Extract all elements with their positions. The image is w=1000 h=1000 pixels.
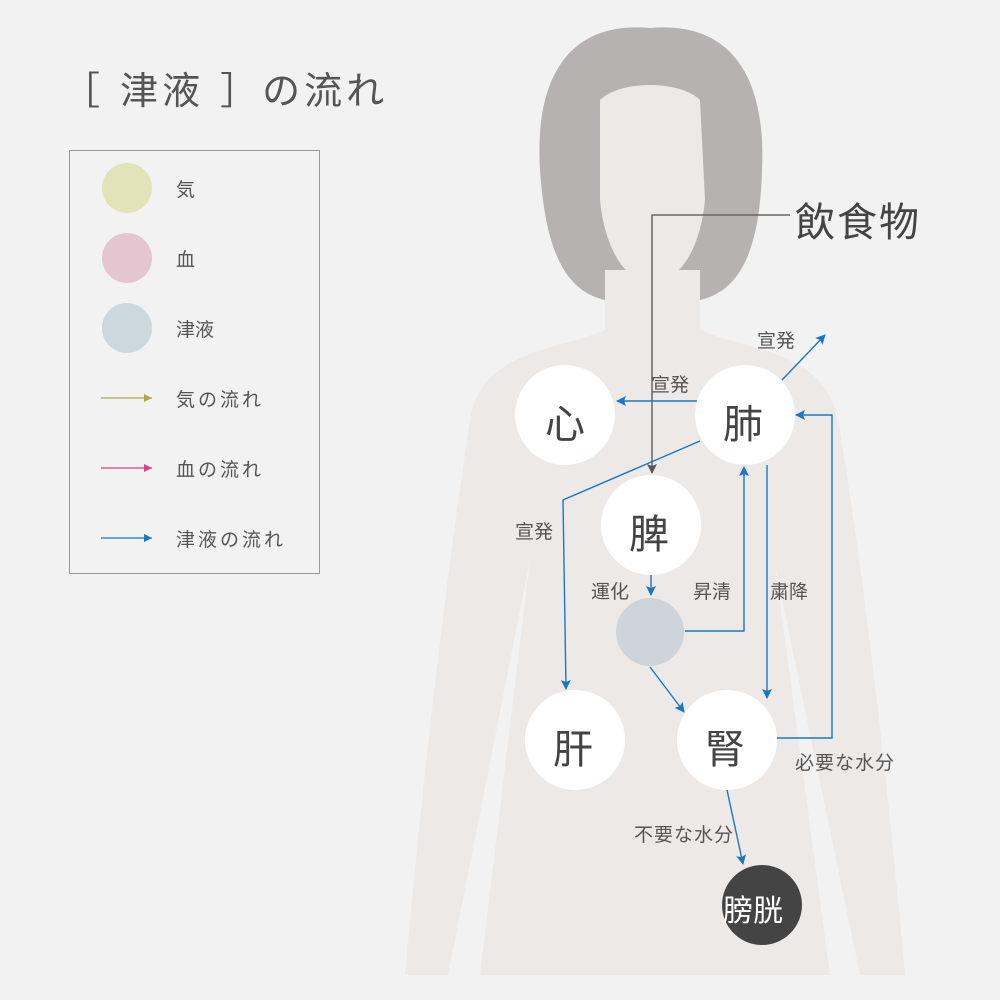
arrow-fluid-kidney [649, 666, 685, 713]
arrow-lung-liver [560, 440, 701, 690]
food-arrow [647, 214, 790, 474]
organ-kidney: 腎 [705, 727, 745, 773]
label-senpatsu-up: 宣発 [757, 330, 796, 352]
organ-lung: 肺 [723, 402, 763, 448]
bladder-circle [722, 865, 802, 945]
legend-label: 気 [176, 179, 196, 201]
legend-fluid-swatch [102, 303, 152, 353]
label-needed-water: 必要な水分 [795, 752, 896, 774]
label-unneeded-water: 不要な水分 [634, 824, 735, 846]
legend: 気 血 津液 気の流れ 血の流れ 津液の流れ [69, 150, 320, 574]
lung-circle [695, 365, 795, 465]
fluid-circle [616, 598, 684, 666]
organ-heart: 心 [545, 402, 585, 448]
arm-gap-left [448, 560, 530, 975]
organ-bladder: 膀胱 [723, 894, 783, 929]
legend-blood-swatch [102, 233, 152, 283]
label-senpatsu-liver: 宣発 [515, 521, 554, 543]
arrow-lung-up [781, 334, 826, 381]
arrow-kidney-bladder [726, 789, 746, 865]
label-unka: 運化 [591, 581, 630, 603]
page-title: ［ 津液 ］の流れ [62, 69, 389, 113]
label-senpatsu-heart: 宣発 [651, 374, 690, 396]
spleen-circle [601, 475, 701, 575]
legend-label: 血 [176, 249, 196, 271]
legend-ki-swatch [102, 163, 152, 213]
heart-circle [515, 365, 615, 465]
legend-label: 津液の流れ [176, 529, 287, 551]
label-shosei: 昇清 [693, 581, 732, 603]
organ-spleen: 脾 [629, 512, 669, 558]
face [600, 85, 705, 285]
legend-marks [101, 163, 152, 542]
arrow-kidney-lung [777, 410, 833, 739]
arrow-shosei [685, 466, 749, 632]
legend-label: 津液 [176, 319, 215, 341]
organ-liver: 肝 [553, 727, 593, 773]
legend-label: 気の流れ [176, 389, 265, 411]
source-label: 飲食物 [795, 200, 921, 246]
label-shukukou: 粛降 [770, 581, 809, 603]
arm-gap-right [775, 565, 860, 975]
liver-circle [525, 690, 625, 790]
kidney-circle [677, 690, 777, 790]
legend-label: 血の流れ [176, 459, 265, 481]
